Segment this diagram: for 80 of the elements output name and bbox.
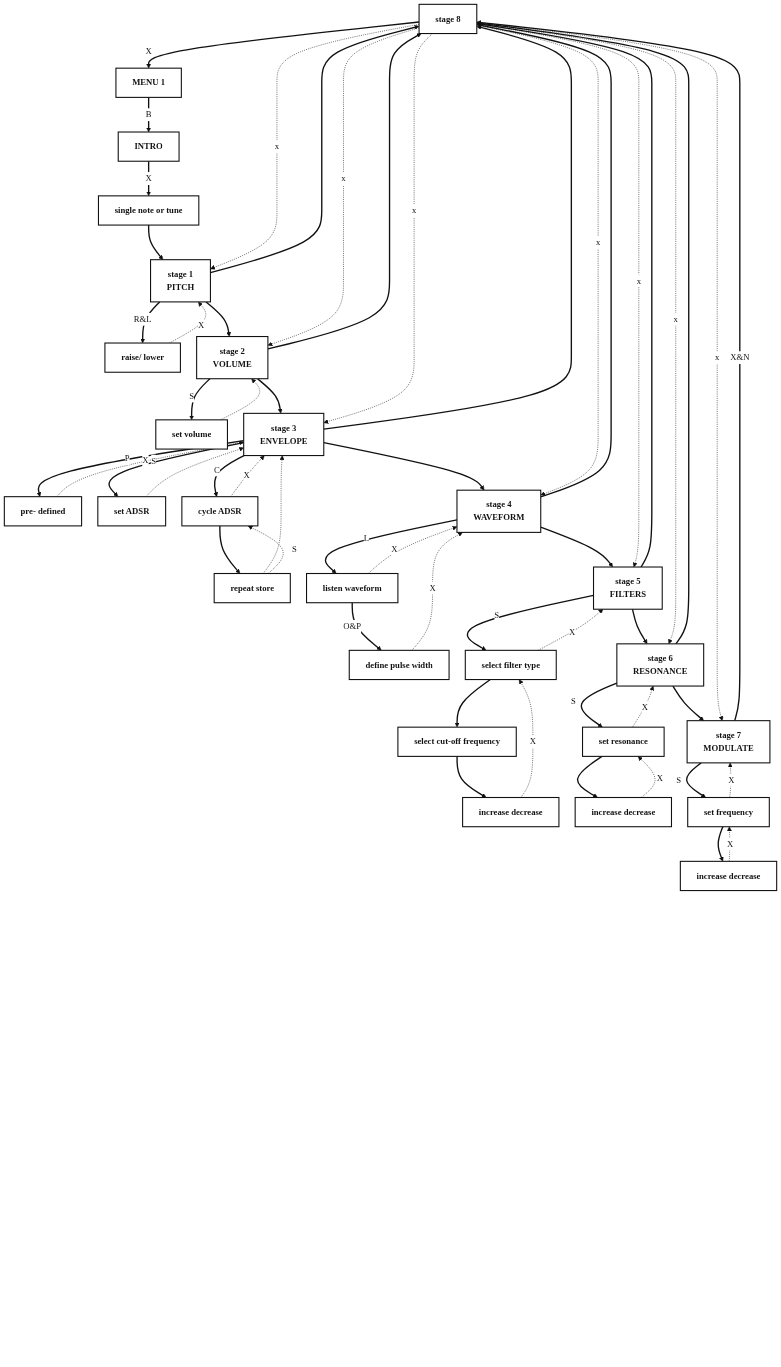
arrow (672, 685, 704, 721)
edge-label: x (411, 205, 417, 215)
arrow (146, 21, 420, 69)
edge-label: X (145, 173, 152, 183)
edge-label: X (142, 455, 149, 465)
node-box: listen waveform (306, 572, 399, 604)
edge-label: S (291, 544, 297, 555)
node-box: define pulse width (348, 649, 450, 681)
edge-label: B (145, 109, 152, 120)
arrow (456, 755, 487, 798)
node-box: select filter type (464, 649, 557, 681)
edge-label: X (726, 839, 734, 849)
edge-label: X (529, 736, 537, 747)
arrow (189, 378, 211, 421)
node-box: INTRO (117, 131, 180, 162)
edge-label: P (124, 453, 130, 463)
edge-label: x (636, 275, 641, 286)
edge-label: X (145, 45, 152, 56)
arrow (146, 96, 151, 133)
edge-label: x (274, 141, 280, 151)
edge-label: S (494, 610, 500, 621)
node-box: set frequency (687, 796, 770, 828)
edge-label: X (569, 627, 576, 637)
node-box: stage 3 ENVELOPE (243, 412, 325, 457)
node-box: cycle ADSR (181, 496, 259, 527)
edge-label: X (656, 773, 664, 783)
arrow (219, 525, 241, 574)
arrow (351, 602, 382, 651)
edge-label: x (673, 314, 678, 324)
arrow (454, 678, 492, 728)
node-box: stage 8 (418, 3, 478, 35)
edge-label: R&L (133, 314, 152, 324)
edge-label: x (595, 237, 601, 247)
node-box: stage 4 WAVEFORM (456, 489, 542, 533)
edge-label: O&P (343, 621, 362, 631)
edge-label: C (214, 465, 220, 475)
arrow (108, 441, 245, 497)
edge-label: X (243, 470, 250, 480)
edge-label: S (570, 696, 576, 706)
node-box: stage 6 RESONANCE (616, 643, 705, 687)
arrow (147, 224, 164, 260)
node-box: stage 2 VOLUME (196, 336, 269, 380)
node-box: pre- defined (3, 496, 83, 527)
node-box: MENU 1 (115, 67, 182, 98)
edge-label: x (715, 352, 720, 362)
node-box: raise/ lower (104, 342, 181, 373)
node-box: stage 1 PITCH (150, 259, 211, 303)
node-box: single note or tune (97, 195, 200, 226)
edge-label: X (197, 320, 205, 331)
arrow (540, 526, 613, 568)
arrow (576, 755, 603, 798)
arrow (717, 826, 724, 862)
edge-label: X (728, 775, 735, 785)
node-box: increase decrease (679, 860, 778, 892)
arrow (213, 454, 245, 497)
edge-label: S (189, 391, 195, 401)
arrow (205, 301, 232, 337)
edge-label: X (391, 544, 398, 555)
arrow (256, 378, 283, 414)
edge-label: X (641, 702, 648, 712)
edge-label: L (363, 533, 369, 543)
node-box: set resonance (582, 726, 665, 757)
edge-label: x (341, 173, 346, 183)
node-box: repeat store (213, 572, 291, 604)
edge-label: X (429, 583, 436, 593)
node-box: set volume (155, 419, 228, 450)
node-box: stage 7 MODULATE (686, 720, 771, 764)
node-box: set ADSR (97, 496, 167, 527)
edge-label: X&N (730, 352, 750, 362)
arrow (631, 608, 648, 645)
arrow (323, 25, 573, 430)
edge-label: S (676, 775, 682, 785)
node-box: select cut-off frequency (397, 726, 517, 757)
edge-label: S (151, 456, 156, 466)
node-box: increase decrease (574, 796, 672, 828)
arrow (323, 441, 485, 491)
node-box: increase decrease (462, 796, 560, 828)
node-box: stage 5 FILTERS (593, 566, 663, 610)
arrow (685, 762, 706, 798)
arrow (140, 301, 161, 344)
